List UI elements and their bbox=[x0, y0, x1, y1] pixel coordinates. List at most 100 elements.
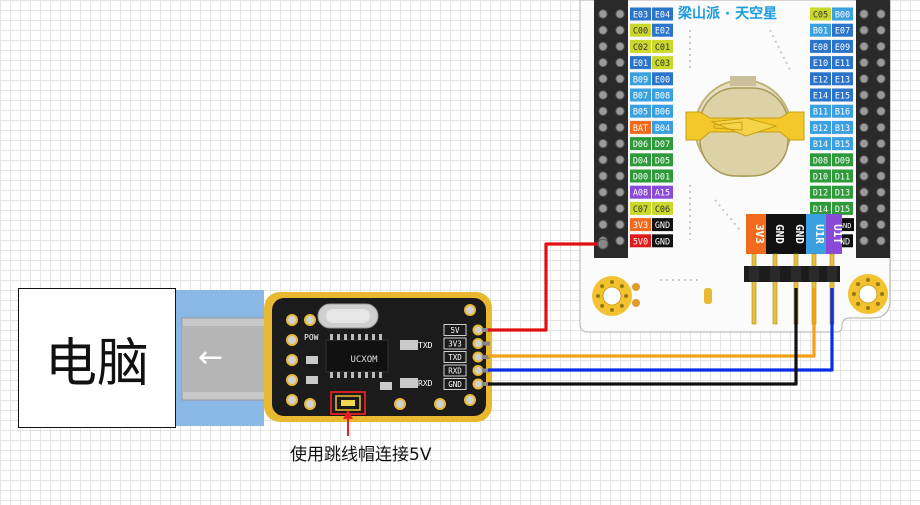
header-pin bbox=[615, 106, 625, 116]
pin-label-bg bbox=[810, 39, 831, 53]
pin-label-bg bbox=[630, 56, 651, 70]
pin-label: B01 bbox=[813, 27, 828, 37]
pin-label: GND bbox=[655, 221, 670, 231]
header-label-3v3-bg bbox=[746, 214, 766, 254]
header-pin bbox=[615, 74, 625, 84]
pin-spacer bbox=[749, 266, 759, 282]
header-pin bbox=[598, 122, 608, 133]
header-labels: 3V3 GND GND U1R U1T bbox=[746, 214, 844, 254]
wire-3v3-to-u1r bbox=[488, 288, 816, 358]
header-pin bbox=[876, 25, 886, 35]
pin-spacer bbox=[791, 266, 801, 282]
pin-label: C05 bbox=[813, 11, 828, 21]
pin-label: B08 bbox=[655, 92, 670, 102]
adapter-pin-label: GND bbox=[448, 380, 462, 389]
adapter-pin bbox=[472, 324, 484, 336]
chip-leg bbox=[337, 372, 340, 378]
usb-direction-arrow: ← bbox=[198, 340, 224, 375]
pin-label: B14 bbox=[813, 140, 828, 150]
rxd-led-label: RXD bbox=[418, 379, 433, 388]
pin-label: D09 bbox=[835, 156, 850, 166]
pin-label-bg bbox=[810, 88, 831, 102]
header-pin bbox=[876, 41, 886, 52]
header-pin bbox=[876, 236, 886, 246]
chip-leg bbox=[372, 372, 375, 378]
adapter-pins bbox=[472, 324, 490, 390]
adapter-pin-frame bbox=[443, 378, 467, 390]
via bbox=[875, 282, 880, 287]
pin-label: B13 bbox=[835, 124, 850, 134]
adapter-pin-label: RXD bbox=[448, 367, 462, 376]
pin-label-bg bbox=[832, 201, 853, 215]
adapter-pin-frame bbox=[443, 364, 467, 377]
pin-label-bg bbox=[810, 72, 831, 86]
pin-label-bg bbox=[630, 88, 651, 102]
header-pin bbox=[615, 155, 625, 165]
chip-leg bbox=[330, 372, 333, 378]
pin-label-bg bbox=[652, 39, 673, 53]
header-label-3v3: 3V3 bbox=[753, 224, 766, 244]
pin-label: E04 bbox=[655, 11, 670, 21]
header-pin bbox=[876, 219, 886, 230]
pin-label: D04 bbox=[633, 156, 648, 166]
pin-label-bg bbox=[810, 137, 831, 151]
header-pin bbox=[859, 25, 869, 35]
pin-label: E00 bbox=[655, 75, 670, 85]
pin-label: B07 bbox=[633, 92, 648, 102]
wire-5v bbox=[488, 242, 603, 332]
5v-pad bbox=[597, 238, 609, 250]
header-pin bbox=[859, 41, 869, 52]
pin-label: D08 bbox=[813, 156, 828, 166]
header-pin bbox=[598, 57, 608, 68]
pin-label-bg bbox=[810, 185, 831, 199]
via bbox=[856, 301, 861, 306]
pin-label: C02 bbox=[633, 43, 648, 53]
pin-label: AGND bbox=[835, 222, 852, 230]
pin-label: 5V0 bbox=[633, 237, 648, 247]
header-pin bbox=[859, 122, 869, 133]
led bbox=[400, 378, 418, 388]
pcb-via bbox=[286, 334, 298, 346]
wires bbox=[488, 242, 834, 386]
pcb-via bbox=[286, 394, 298, 406]
pin-label-bg bbox=[810, 201, 831, 215]
pin-label-bg bbox=[630, 153, 651, 167]
header-pin bbox=[876, 171, 886, 181]
pin-label-bg bbox=[652, 7, 673, 21]
board-title: 梁山派 · 天空星 bbox=[678, 6, 778, 22]
header-label-gnd2-bg bbox=[786, 214, 806, 254]
header-pin bbox=[615, 203, 625, 214]
pin-label-bg bbox=[832, 169, 853, 183]
adapter-pin-lead bbox=[482, 382, 490, 386]
male-pin bbox=[772, 253, 778, 325]
pin-label: A15 bbox=[655, 189, 670, 199]
adapter-pin bbox=[472, 378, 484, 390]
pin-label: D06 bbox=[633, 140, 648, 150]
pin-label-bg bbox=[630, 169, 651, 183]
pin-label-bg bbox=[810, 169, 831, 183]
header-pin bbox=[598, 25, 608, 35]
via bbox=[866, 278, 870, 282]
pin-label-bg bbox=[810, 23, 831, 37]
pin-label-bg bbox=[630, 7, 651, 21]
pin-label: D14 bbox=[813, 205, 828, 215]
pin-label: E15 bbox=[835, 92, 850, 102]
right-header-pins bbox=[859, 9, 886, 246]
header-label-u1t: U1T bbox=[831, 224, 844, 244]
chip-leg bbox=[379, 372, 382, 378]
chip-label: UCXOM bbox=[350, 355, 378, 365]
pin-label: B06 bbox=[655, 108, 670, 118]
via bbox=[852, 292, 856, 296]
wire-rxd-to-u1t bbox=[488, 288, 834, 372]
wire-gnd bbox=[488, 288, 798, 386]
header-label-gnd-bg bbox=[766, 214, 786, 254]
pin-label-bg bbox=[652, 169, 673, 183]
pcb-via bbox=[286, 374, 298, 386]
pin-label: E14 bbox=[813, 92, 828, 102]
computer-label: 电脑 bbox=[44, 333, 149, 394]
pin-label: C06 bbox=[655, 205, 670, 215]
chip-leg bbox=[344, 372, 347, 378]
via bbox=[856, 282, 861, 287]
